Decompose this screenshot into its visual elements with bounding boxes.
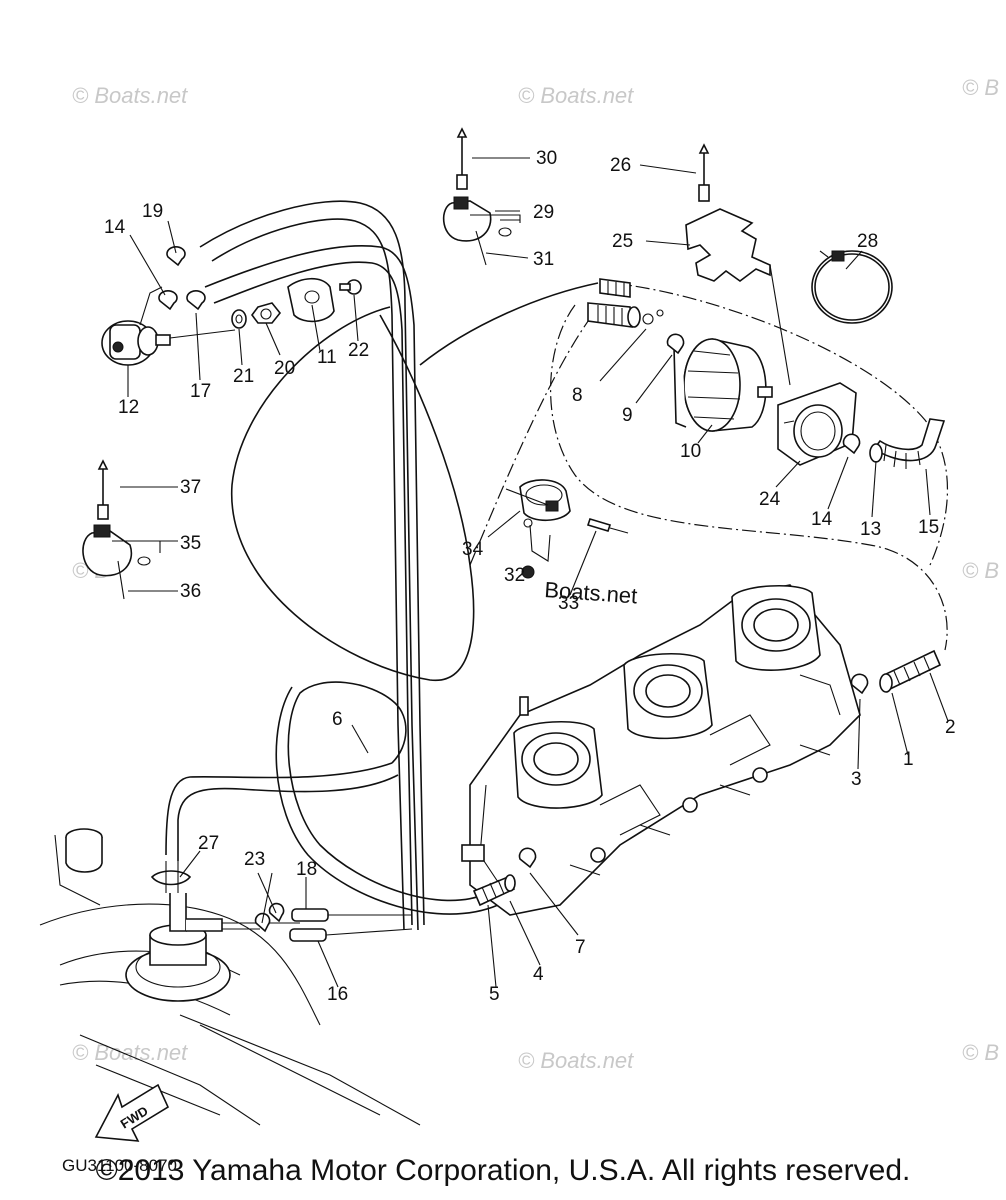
callout-13: 13 (860, 519, 881, 540)
leader-lines (120, 157, 949, 988)
mounting-hardware-11-20-21-22 (231, 277, 362, 329)
diagram-code: GU31100-8070 (62, 1156, 177, 1175)
callout-20: 20 (274, 358, 295, 379)
fuel-hose-main (199, 200, 425, 931)
callout-16: 16 (327, 984, 348, 1005)
callout-10: 10 (680, 441, 701, 462)
callout-35: 35 (180, 533, 201, 554)
callout-3: 3 (851, 769, 862, 790)
callout-15: 15 (918, 517, 939, 538)
clamp-27 (150, 861, 192, 893)
callout-24: 24 (759, 489, 781, 510)
callout-23: 23 (244, 849, 265, 870)
callout-4: 4 (533, 964, 544, 985)
copyright-notice: ©2013 Yamaha Motor Corporation, U.S.A. A… (95, 1154, 911, 1187)
callout-6: 6 (332, 709, 343, 730)
callout-27: 27 (198, 833, 219, 854)
hose-13-15 (842, 418, 946, 469)
callout-29: 29 (533, 202, 554, 223)
clamp-9 (666, 333, 685, 355)
hose-16-18-23 (254, 902, 413, 942)
callout-7: 7 (575, 937, 586, 958)
watermark: © Boats.net (72, 83, 188, 108)
hose-clip-29-30-31 (442, 127, 521, 266)
watermark: © Boats.net (72, 1040, 188, 1065)
callout-21: 21 (233, 366, 254, 387)
callout-12: 12 (118, 397, 139, 418)
callout-32: 32 (504, 565, 525, 586)
callout-19: 19 (142, 201, 163, 222)
watermark: © Boats.net (518, 83, 634, 108)
callout-5: 5 (489, 984, 500, 1005)
watermark: © B (962, 558, 999, 583)
filter-holder-24 (777, 382, 857, 466)
fuel-filter-10 (673, 338, 773, 432)
callout-25: 25 (612, 231, 633, 252)
callout-18: 18 (296, 859, 317, 880)
callout-26: 26 (610, 155, 631, 176)
fuel-cock-12 (101, 286, 236, 366)
hose-1-2-3 (850, 649, 942, 695)
callout-30: 30 (536, 148, 557, 169)
hose-clamps-upper-left (158, 245, 206, 311)
callout-2: 2 (945, 717, 956, 738)
callout-34: 34 (462, 539, 484, 560)
callout-22: 22 (348, 340, 369, 361)
callout-14-right: 14 (811, 509, 833, 530)
callout-17: 17 (190, 381, 211, 402)
watermark: © B (962, 1040, 999, 1065)
callout-labels: 1 2 3 4 5 6 7 8 9 10 11 12 13 14 15 16 1… (104, 148, 956, 1005)
callout-33: 33 (558, 593, 579, 614)
fuel-filter-hose-loop (419, 282, 949, 651)
fwd-arrow: FWD (94, 1083, 170, 1142)
clip-32-33-34 (505, 479, 629, 579)
callout-11: 11 (317, 347, 337, 368)
callout-37: 37 (180, 477, 201, 498)
callout-31: 31 (533, 249, 554, 270)
carburetor-assembly (461, 584, 861, 916)
clamp-band-28 (811, 250, 893, 324)
watermark: © Boats.net (518, 1048, 634, 1073)
callout-14: 14 (104, 217, 126, 238)
return-hose-loop (231, 304, 601, 681)
callout-9: 9 (622, 405, 633, 426)
hose-4-5-7 (472, 847, 537, 907)
callout-1: 1 (903, 749, 914, 770)
callout-8: 8 (572, 385, 583, 406)
callout-28: 28 (857, 231, 878, 252)
watermark: © B (962, 75, 999, 100)
filter-bracket-25-26 (685, 143, 791, 386)
hose-clip-35-36-37 (82, 459, 161, 600)
fuel-tank-area (39, 828, 421, 1126)
callout-36: 36 (180, 581, 201, 602)
vent-hose (165, 681, 499, 915)
hose-8 (587, 278, 664, 328)
